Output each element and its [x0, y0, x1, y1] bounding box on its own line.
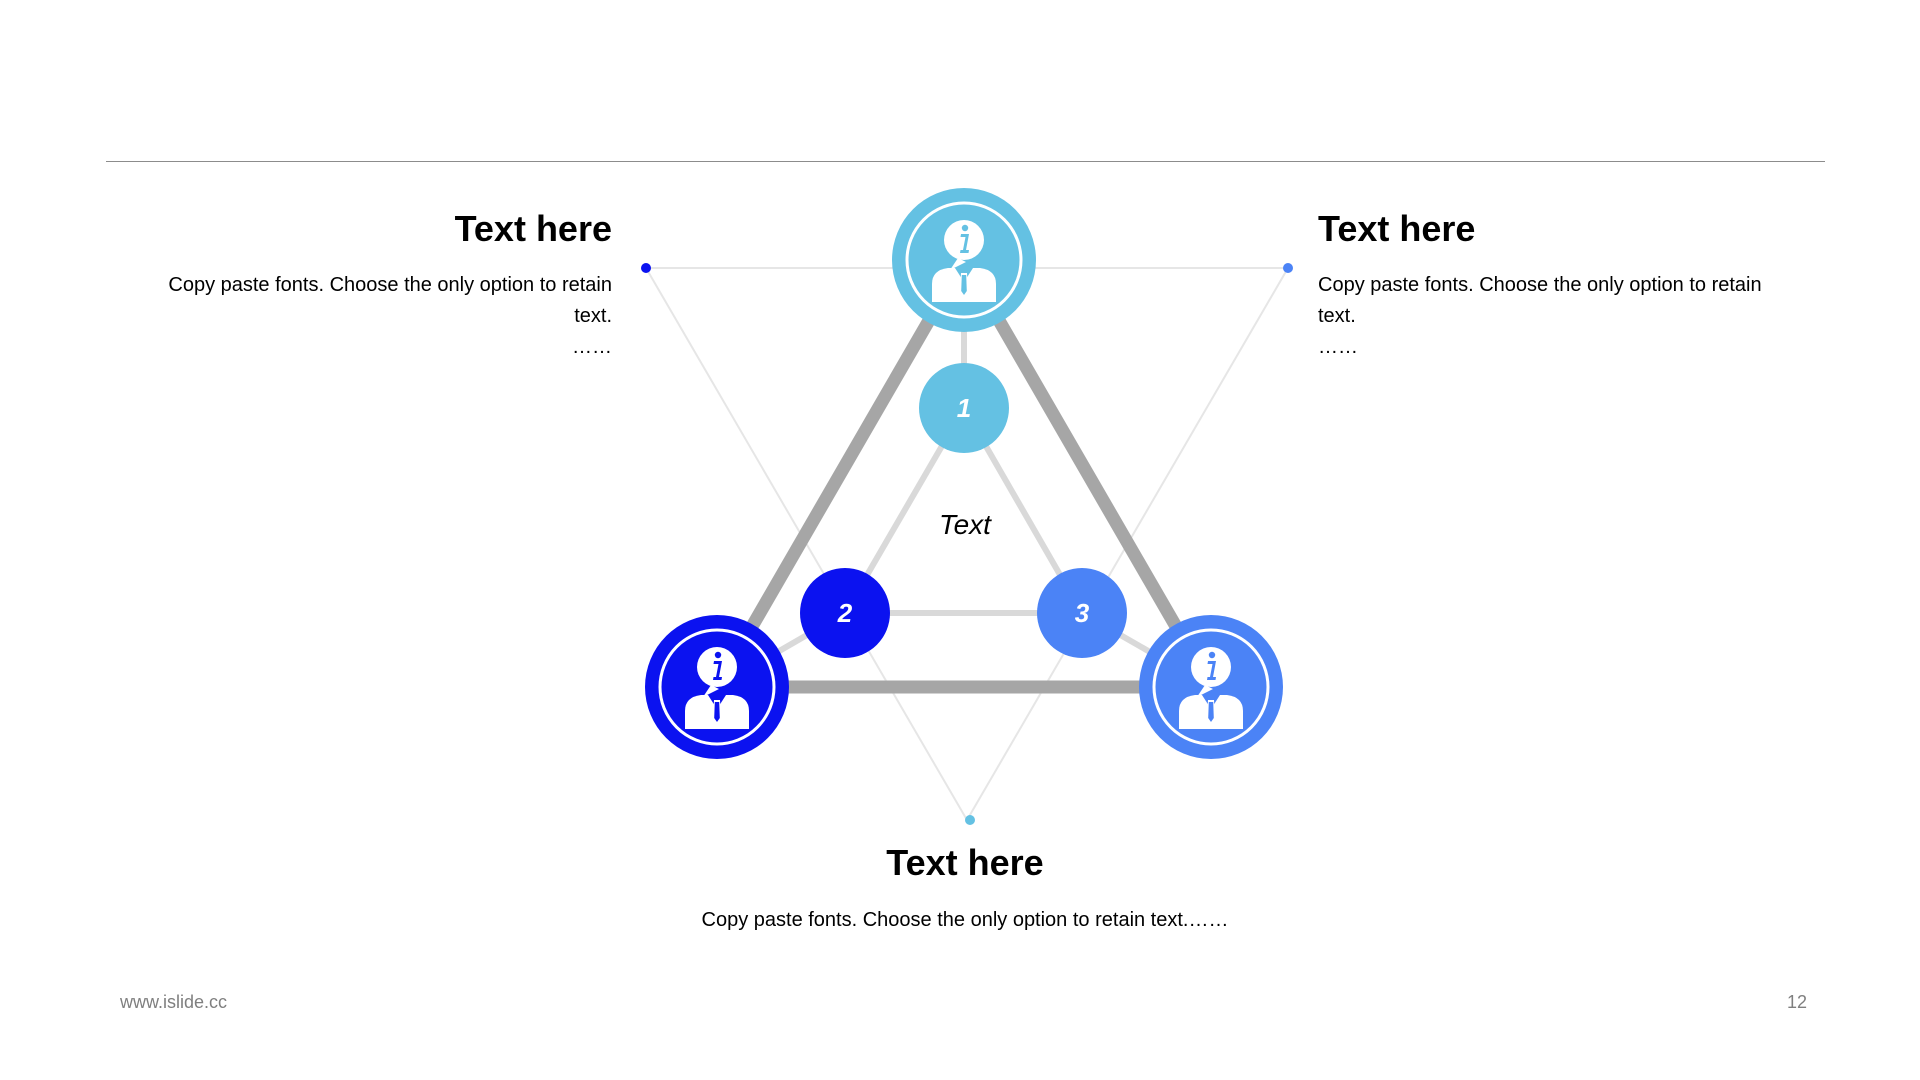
header-divider [106, 161, 1825, 162]
block-body-right: Copy paste fonts. Choose the only option… [1318, 270, 1818, 363]
block-body-right-line2: text. [1318, 305, 1356, 327]
block-body-right-line1: Copy paste fonts. Choose the only option… [1318, 274, 1762, 296]
number-label-2: 2 [837, 598, 853, 628]
center-label: Text [939, 509, 992, 540]
number-node-2: 2 [800, 568, 890, 658]
guide-dot-left [641, 263, 651, 273]
icon-node-top [892, 188, 1036, 332]
block-title-bottom: Text here [886, 842, 1044, 883]
number-node-1: 1 [919, 363, 1009, 453]
icon-node-left [645, 615, 789, 759]
footer-url: www.islide.cc [120, 992, 228, 1012]
number-label-1: 1 [957, 393, 971, 423]
guide-dot-bottom [965, 815, 975, 825]
block-title-right: Text here [1318, 208, 1476, 249]
block-title-left: Text here [454, 208, 612, 249]
block-body-left-line2: text. [574, 305, 612, 327]
block-body-bottom: Copy paste fonts. Choose the only option… [701, 909, 1229, 931]
block-body-left-line1: Copy paste fonts. Choose the only option… [168, 274, 612, 296]
number-label-3: 3 [1075, 598, 1090, 628]
icon-node-right [1139, 615, 1283, 759]
page-number: 12 [1786, 992, 1807, 1012]
block-body-left-line3: …… [572, 336, 612, 358]
guide-dot-right [1283, 263, 1293, 273]
outer-triangle [711, 256, 1217, 694]
block-body-left: Copy paste fonts. Choose the only option… [112, 270, 612, 363]
block-body-right-line3: …… [1318, 336, 1358, 358]
number-node-3: 3 [1037, 568, 1127, 658]
